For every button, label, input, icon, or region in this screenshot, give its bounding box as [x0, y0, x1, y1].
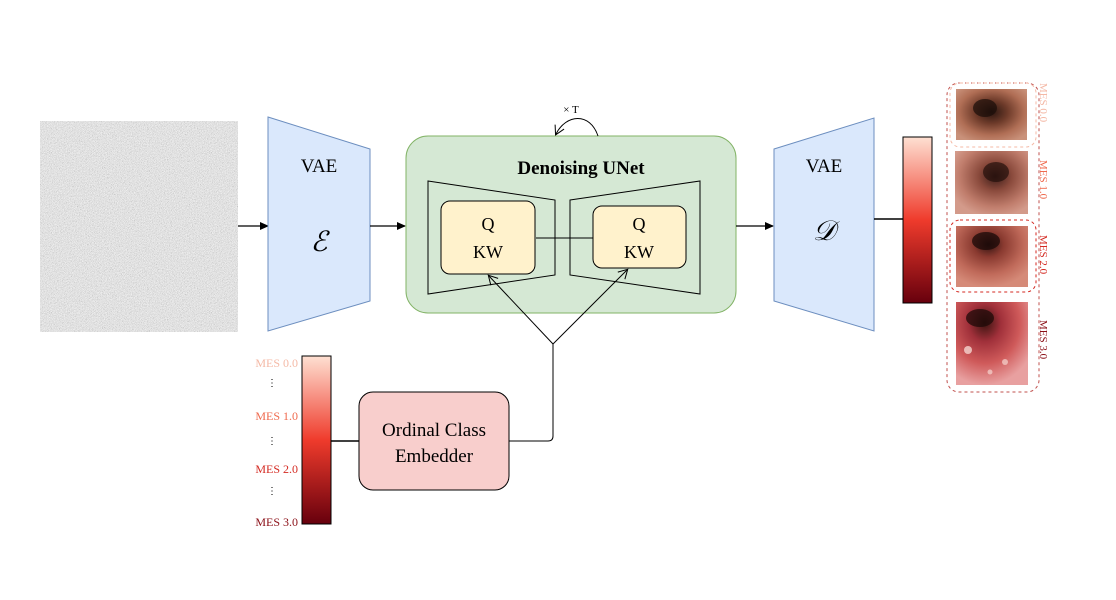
- mucosa-spot-a: [964, 346, 972, 354]
- scale-label-mes2: MES 2.0: [255, 462, 298, 476]
- encoder-label: VAE: [301, 156, 338, 177]
- embedder-box: [358, 391, 510, 491]
- scale-ellipsis-3: ⋮: [267, 486, 277, 497]
- output-label-mes2: MES 2.0: [1037, 235, 1049, 275]
- input-severity-scale: MES 0.0 ⋮ MES 1.0 ⋮ MES 2.0 ⋮ MES 3.0: [255, 355, 359, 529]
- cross-attention-block-left: Q KW: [440, 200, 536, 275]
- decoder-shape: [773, 117, 875, 332]
- denoising-unet: Denoising UNet Q KW Q KW: [405, 135, 737, 314]
- input-severity-bar: [301, 355, 332, 525]
- vae-decoder: VAE 𝒟: [773, 117, 875, 332]
- output-group-mes0-border: [949, 82, 1037, 148]
- conditioning-connector: [509, 344, 554, 442]
- attention-right-q: Q: [633, 214, 646, 234]
- embedder-line1: Ordinal Class: [382, 420, 486, 441]
- attention-box-left: [440, 200, 536, 275]
- attention-left-q: Q: [482, 214, 495, 234]
- output-image-mes0: [956, 89, 1027, 140]
- scale-label-mes0: MES 0.0: [255, 356, 298, 370]
- mucosa-spot-b: [1002, 359, 1008, 365]
- scale-ellipsis-1: ⋮: [267, 378, 277, 389]
- lumen-3: [966, 309, 994, 327]
- unet-down-path: [427, 180, 556, 295]
- decoder-label: VAE: [806, 156, 843, 177]
- scale-label-mes1: MES 1.0: [255, 409, 298, 423]
- loop-label: × T: [563, 104, 579, 116]
- timestep-loop: × T: [554, 104, 599, 137]
- attention-left-kw: KW: [473, 242, 503, 262]
- embedder-line2: Embedder: [395, 446, 474, 467]
- output-label-mes0: MES 0.0: [1037, 83, 1049, 123]
- scale-label-mes3: MES 3.0: [255, 515, 298, 529]
- lumen-2: [972, 232, 1000, 250]
- mucosa-spot-c: [987, 369, 993, 375]
- output-label-mes1: MES 1.0: [1037, 160, 1049, 200]
- unet-up-path: [569, 180, 701, 295]
- output-image-mes1: [955, 151, 1028, 214]
- output-severity-bar: [902, 136, 933, 304]
- conditioning-arrow-left: [487, 274, 554, 345]
- output-image-mes3: [956, 302, 1028, 385]
- lumen-0: [973, 99, 997, 117]
- endoscopy-image-1: [955, 151, 1028, 214]
- loop-arrow: [554, 118, 599, 137]
- output-image-mes2: [956, 226, 1028, 287]
- output-label-mes3: MES 3.0: [1037, 320, 1049, 360]
- encoder-symbol: ℰ: [311, 227, 331, 258]
- vae-encoder: VAE ℰ: [267, 116, 371, 332]
- attention-right-kw: KW: [624, 242, 654, 262]
- ordinal-class-embedder: Ordinal Class Embedder: [358, 391, 510, 491]
- output-group-mes2-border: [949, 219, 1037, 293]
- attention-box-right: [592, 205, 687, 269]
- encoder-shape: [267, 116, 371, 332]
- cross-attention-block-right: Q KW: [592, 205, 687, 269]
- noise-image: [40, 121, 238, 332]
- unet-title: Denoising UNet: [517, 158, 645, 179]
- scale-ellipsis-2: ⋮: [267, 436, 277, 447]
- conditioning-arrow-right: [552, 268, 629, 345]
- output-group-border: [946, 82, 1040, 393]
- lumen-1: [983, 162, 1009, 182]
